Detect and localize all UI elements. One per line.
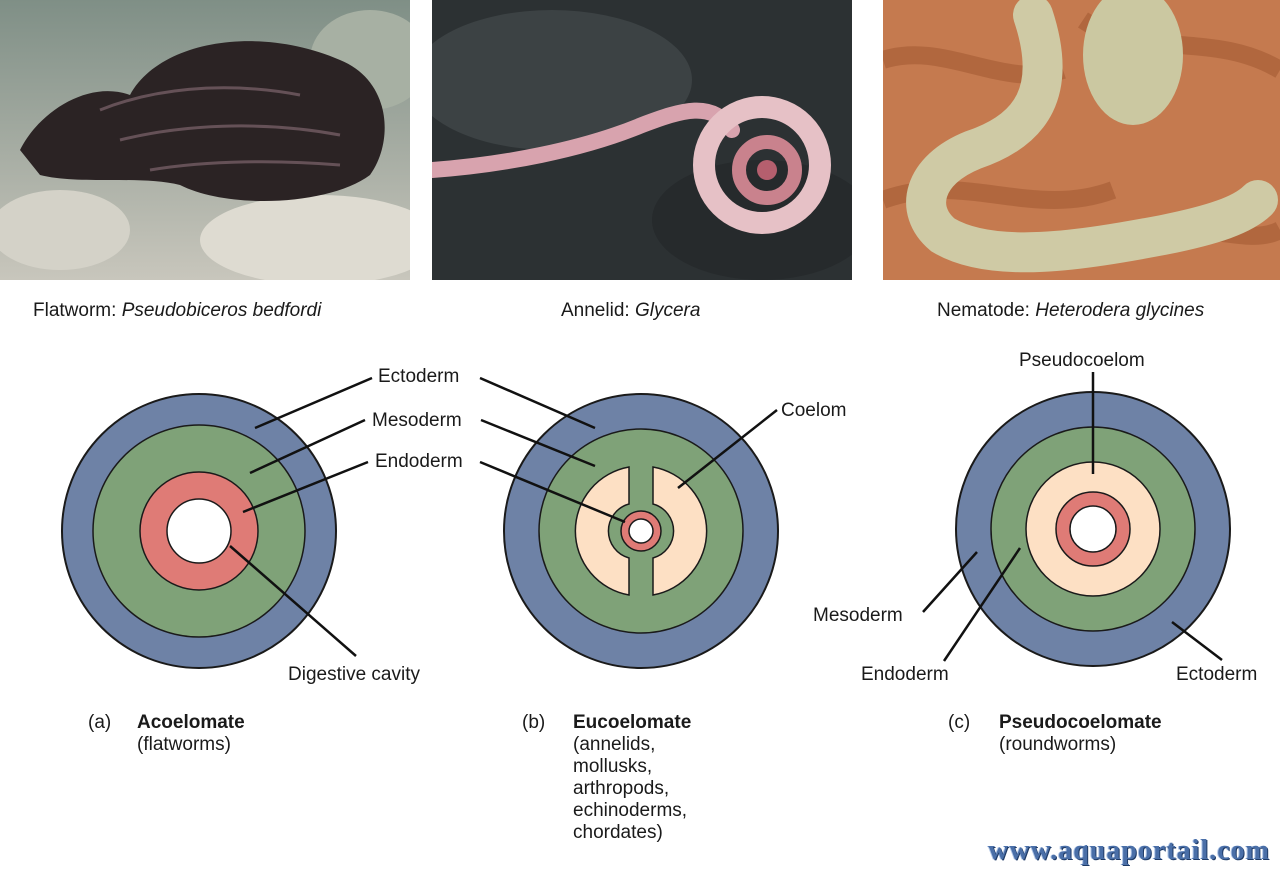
photo-caption-nematode: Nematode: Heterodera glycines: [937, 300, 1205, 321]
leader-ectoderm-b: [479, 376, 596, 430]
label-endoderm-c: Endoderm: [861, 664, 949, 685]
acoelomate-cross-section: [61, 393, 337, 669]
label-digestive-cavity: Digestive cavity: [288, 664, 420, 685]
leader-endoderm-a: [242, 460, 369, 514]
digestive-cavity-c: [1069, 505, 1117, 553]
flatworm-photo: [0, 0, 410, 280]
photo-caption-flatworm: Flatworm: Pseudobiceros bedfordi: [33, 300, 322, 321]
coelom-left: [574, 466, 630, 596]
leader-endoderm-c: [942, 547, 1022, 662]
coelom-right: [652, 466, 708, 596]
digestive-cavity-b: [628, 518, 654, 544]
annelid-photo: [432, 0, 852, 280]
label-mesoderm-c: Mesoderm: [813, 605, 903, 626]
label-ectoderm: Ectoderm: [378, 366, 459, 387]
leader-mesoderm-b: [480, 418, 596, 468]
watermark-logo: www.aquaportail.com: [988, 835, 1270, 866]
leader-mesoderm-a: [249, 418, 366, 475]
eucoelomate-cross-section: [503, 393, 779, 669]
pseudocoelomate-cross-section: [955, 391, 1231, 667]
label-ectoderm-c: Ectoderm: [1176, 664, 1257, 685]
leader-mesoderm-c: [922, 551, 978, 613]
label-mesoderm: Mesoderm: [372, 410, 462, 431]
photo-caption-annelid: Annelid: Glycera: [561, 300, 701, 321]
leader-lines: [229, 372, 1223, 662]
label-pseudocoelom: Pseudocoelom: [1019, 350, 1145, 371]
leader-ectoderm-c: [1171, 621, 1223, 661]
digestive-cavity-a: [166, 498, 232, 564]
leader-digestive-cavity: [229, 545, 357, 657]
leader-coelom: [677, 409, 778, 489]
label-coelom: Coelom: [781, 400, 846, 421]
nematode-photo: [883, 0, 1280, 280]
leader-ectoderm-a: [254, 376, 373, 430]
label-endoderm: Endoderm: [375, 451, 463, 472]
leader-endoderm-b: [479, 460, 626, 524]
